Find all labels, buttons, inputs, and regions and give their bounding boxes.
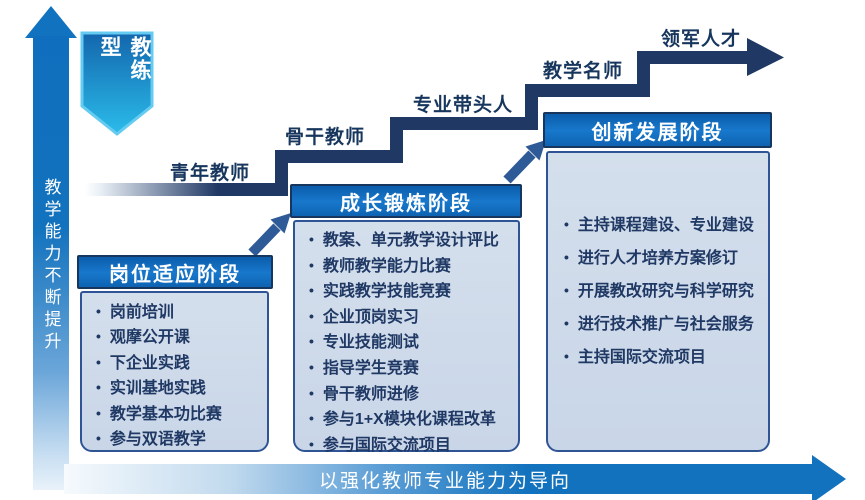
box3-item-list: 主持课程建设、专业建设 进行人才培养方案修订 开展教改研究与科学研究 进行技术推… xyxy=(548,153,768,374)
list-item: 进行人才培养方案修订 xyxy=(564,242,762,275)
up-arrow-head-icon xyxy=(25,6,77,38)
list-item: 主持国际交流项目 xyxy=(564,341,762,374)
stage-label-discipline-leader: 专业带头人 xyxy=(412,95,513,116)
list-item: 实践教学技能竞赛 xyxy=(309,279,512,305)
list-item: 观摩公开课 xyxy=(96,325,261,350)
list-item: 指导学生竞赛 xyxy=(309,356,512,382)
list-item: 实训基地实践 xyxy=(96,376,261,401)
list-item: 教案、单元教学设计评比 xyxy=(309,228,512,254)
list-item: 下企业实践 xyxy=(96,351,261,376)
list-item: 岗前培训 xyxy=(96,300,261,325)
right-arrow-bar xyxy=(64,464,812,494)
list-item: 教师教学能力比赛 xyxy=(309,254,512,280)
right-arrow-head-icon xyxy=(812,455,846,500)
box1-item-list: 岗前培训 观摩公开课 下企业实践 实训基地实践 教学基本功比赛 参与双语教学 xyxy=(82,293,267,452)
stage-label-famous-teacher: 教学名师 xyxy=(542,61,623,82)
box1-body: 岗前培训 观摩公开课 下企业实践 实训基地实践 教学基本功比赛 参与双语教学 xyxy=(80,291,269,452)
diagonal-arrow-1-icon xyxy=(248,213,291,257)
list-item: 参与1+X模块化课程改革 xyxy=(309,407,512,433)
badge-label: 教练型 xyxy=(98,36,151,82)
box3-body: 主持课程建设、专业建设 进行人才培养方案修订 开展教改研究与科学研究 进行技术推… xyxy=(546,151,770,452)
box3-title: 创新发展阶段 xyxy=(543,112,772,148)
diagonal-arrow-2-icon xyxy=(503,140,546,184)
list-item: 参与国际交流项目 xyxy=(309,433,512,459)
list-item: 企业顶岗实习 xyxy=(309,305,512,331)
stage-label-young-teacher: 青年教师 xyxy=(169,163,250,184)
list-item: 参与双语教学 xyxy=(96,427,261,452)
bottom-axis-label: 以强化教师专业能力为导向 xyxy=(318,471,571,492)
list-item: 进行技术推广与社会服务 xyxy=(564,308,762,341)
box2-title: 成长锻炼阶段 xyxy=(290,184,522,218)
left-axis-label: 教学能力不断提升 xyxy=(41,178,61,354)
box1-title: 岗位适应阶段 xyxy=(77,255,273,289)
stage-label-backbone-teacher: 骨干教师 xyxy=(284,127,365,148)
stage-label-leading-talent: 领军人才 xyxy=(660,29,741,50)
list-item: 专业技能测试 xyxy=(309,330,512,356)
up-arrow-bar xyxy=(33,36,69,490)
box2-item-list: 教案、单元教学设计评比 教师教学能力比赛 实践教学技能竞赛 企业顶岗实习 专业技… xyxy=(295,222,518,458)
list-item: 教学基本功比赛 xyxy=(96,402,261,427)
list-item: 开展教改研究与科学研究 xyxy=(564,275,762,308)
list-item: 骨干教师进修 xyxy=(309,382,512,408)
box2-body: 教案、单元教学设计评比 教师教学能力比赛 实践教学技能竞赛 企业顶岗实习 专业技… xyxy=(293,220,520,454)
list-item: 主持课程建设、专业建设 xyxy=(564,209,762,242)
